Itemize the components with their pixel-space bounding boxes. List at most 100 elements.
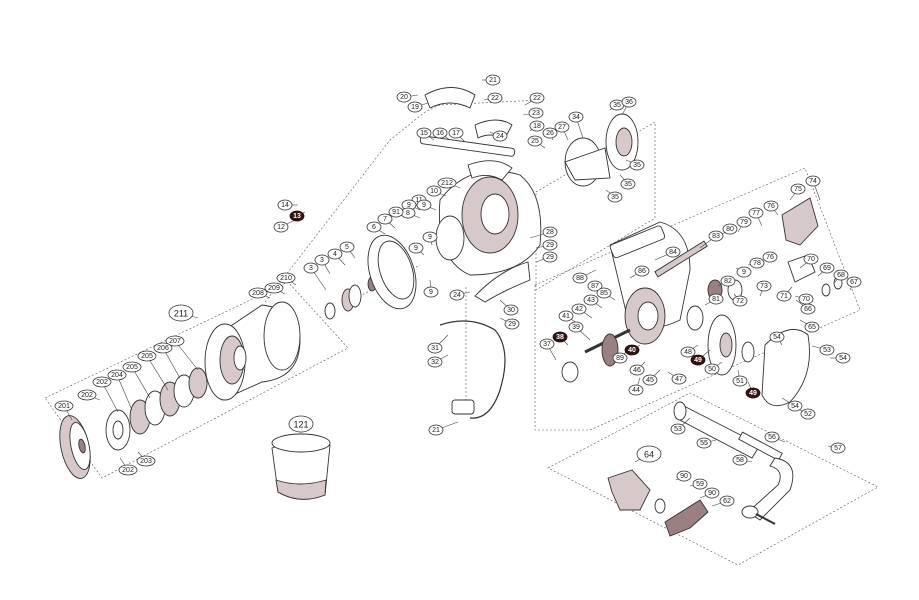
part-callout: 38 bbox=[552, 331, 568, 343]
part-callout: 85 bbox=[596, 287, 612, 299]
part-number-label: 45 bbox=[646, 377, 654, 384]
part-number-label: 42 bbox=[575, 306, 583, 313]
part-callout: 59 bbox=[692, 478, 708, 490]
leader-line bbox=[146, 355, 169, 391]
part-callout: 207 bbox=[165, 335, 185, 347]
part-callout: 211 bbox=[168, 304, 194, 322]
part-number-label: 76 bbox=[767, 203, 775, 210]
part-callout: 3 bbox=[314, 254, 330, 266]
part-number-label: 32 bbox=[431, 359, 439, 366]
part-number-label: 52 bbox=[804, 411, 812, 418]
rotor-ring-part bbox=[367, 234, 417, 310]
collar-sleeve-part bbox=[271, 433, 331, 500]
bail-holder-part bbox=[451, 399, 475, 415]
part-callout: 36 bbox=[621, 96, 637, 108]
part-number-label: 9 bbox=[414, 245, 418, 252]
part-callout: 81 bbox=[708, 293, 724, 305]
part-callout: 50 bbox=[704, 363, 720, 375]
part-number-label: 22 bbox=[491, 95, 499, 102]
part-callout: 57 bbox=[830, 442, 846, 454]
part-callout: 56 bbox=[764, 431, 780, 443]
part-callout: 49 bbox=[690, 354, 706, 366]
part-number-label: 29 bbox=[546, 254, 554, 261]
part-callout: 203 bbox=[136, 455, 156, 467]
part-number-label: 203 bbox=[140, 458, 152, 465]
part-number-label: 9 bbox=[422, 202, 426, 209]
part-callout: 208 bbox=[248, 287, 268, 299]
part-number-label: 87 bbox=[591, 283, 599, 290]
part-number-label: 14 bbox=[281, 202, 289, 209]
part-number-label: 29 bbox=[508, 321, 516, 328]
part-callout: 69 bbox=[819, 262, 835, 274]
part-callout: 84 bbox=[665, 246, 681, 258]
part-callout: 7 bbox=[377, 213, 393, 225]
part-number-label: 80 bbox=[726, 226, 734, 233]
part-number-label: 9 bbox=[742, 269, 746, 276]
part-callout: 70 bbox=[798, 293, 814, 305]
reel-body-part bbox=[609, 221, 691, 345]
part-callout: 204 bbox=[107, 369, 127, 381]
part-number-label: 56 bbox=[768, 434, 776, 441]
part-number-label: 9 bbox=[429, 289, 433, 296]
part-callout: 71 bbox=[776, 290, 792, 302]
part-number-label: 57 bbox=[834, 445, 842, 452]
part-callout: 79 bbox=[736, 216, 752, 228]
part-callout: 212 bbox=[437, 177, 457, 189]
part-number-label: 211 bbox=[174, 309, 188, 319]
rotor-body-part bbox=[435, 160, 542, 276]
part-callout: 205 bbox=[137, 350, 157, 362]
part-number-label: 13 bbox=[293, 213, 301, 220]
leader-line bbox=[116, 374, 133, 411]
part-callout: 205 bbox=[122, 361, 142, 373]
part-number-label: 89 bbox=[616, 355, 624, 362]
part-callout: 87 bbox=[587, 280, 603, 292]
part-number-label: 21 bbox=[432, 427, 440, 434]
part-callout: 75 bbox=[790, 183, 806, 195]
part-callout: 49 bbox=[745, 387, 761, 399]
part-callout: 15 bbox=[416, 127, 432, 139]
part-number-label: 38 bbox=[556, 334, 564, 341]
part-callout: 20 bbox=[396, 91, 412, 103]
part-number-label: 6 bbox=[372, 224, 376, 231]
part-callout: 14 bbox=[277, 199, 293, 211]
part-number-label: 28 bbox=[546, 229, 554, 236]
part-callout: 39 bbox=[568, 321, 584, 333]
part-callout: 52 bbox=[800, 408, 816, 420]
part-number-label: 30 bbox=[507, 307, 515, 314]
parts bbox=[59, 87, 843, 537]
part-number-label: 81 bbox=[712, 296, 720, 303]
part-callout: 4 bbox=[327, 248, 343, 260]
part-callout: 121 bbox=[288, 415, 314, 433]
handle-knob-part bbox=[607, 469, 709, 537]
part-callout: 18 bbox=[529, 120, 545, 132]
part-callout: 53 bbox=[819, 344, 835, 356]
part-callout: 24 bbox=[492, 130, 508, 142]
part-callout: 78 bbox=[749, 257, 765, 269]
part-callout: 74 bbox=[805, 175, 821, 187]
part-callout: 30 bbox=[503, 304, 519, 316]
part-number-label: 9 bbox=[428, 234, 432, 241]
part-callout: 54 bbox=[769, 331, 785, 343]
part-callout: 35 bbox=[620, 178, 636, 190]
part-number-label: 54 bbox=[791, 403, 799, 410]
part-callout: 29 bbox=[542, 239, 558, 251]
part-number-label: 36 bbox=[625, 99, 633, 106]
part-number-label: 77 bbox=[752, 210, 760, 217]
part-callout: 32 bbox=[427, 356, 443, 368]
part-callout: 206 bbox=[153, 342, 173, 354]
part-callout: 90 bbox=[676, 470, 692, 482]
part-number-label: 37 bbox=[543, 341, 551, 348]
part-number-label: 22 bbox=[533, 95, 541, 102]
part-number-label: 210 bbox=[280, 275, 292, 282]
part-number-label: 41 bbox=[562, 313, 570, 320]
part-callout: 21 bbox=[485, 74, 501, 86]
part-number-label: 54 bbox=[773, 334, 781, 341]
part-number-label: 73 bbox=[760, 283, 768, 290]
part-number-label: 205 bbox=[141, 353, 153, 360]
part-number-label: 85 bbox=[600, 290, 608, 297]
part-number-label: 4 bbox=[333, 251, 337, 258]
drag-knob-part bbox=[59, 415, 91, 479]
part-number-label: 91 bbox=[392, 209, 400, 216]
part-number-label: 121 bbox=[293, 420, 308, 430]
part-callout: 66 bbox=[800, 303, 816, 315]
